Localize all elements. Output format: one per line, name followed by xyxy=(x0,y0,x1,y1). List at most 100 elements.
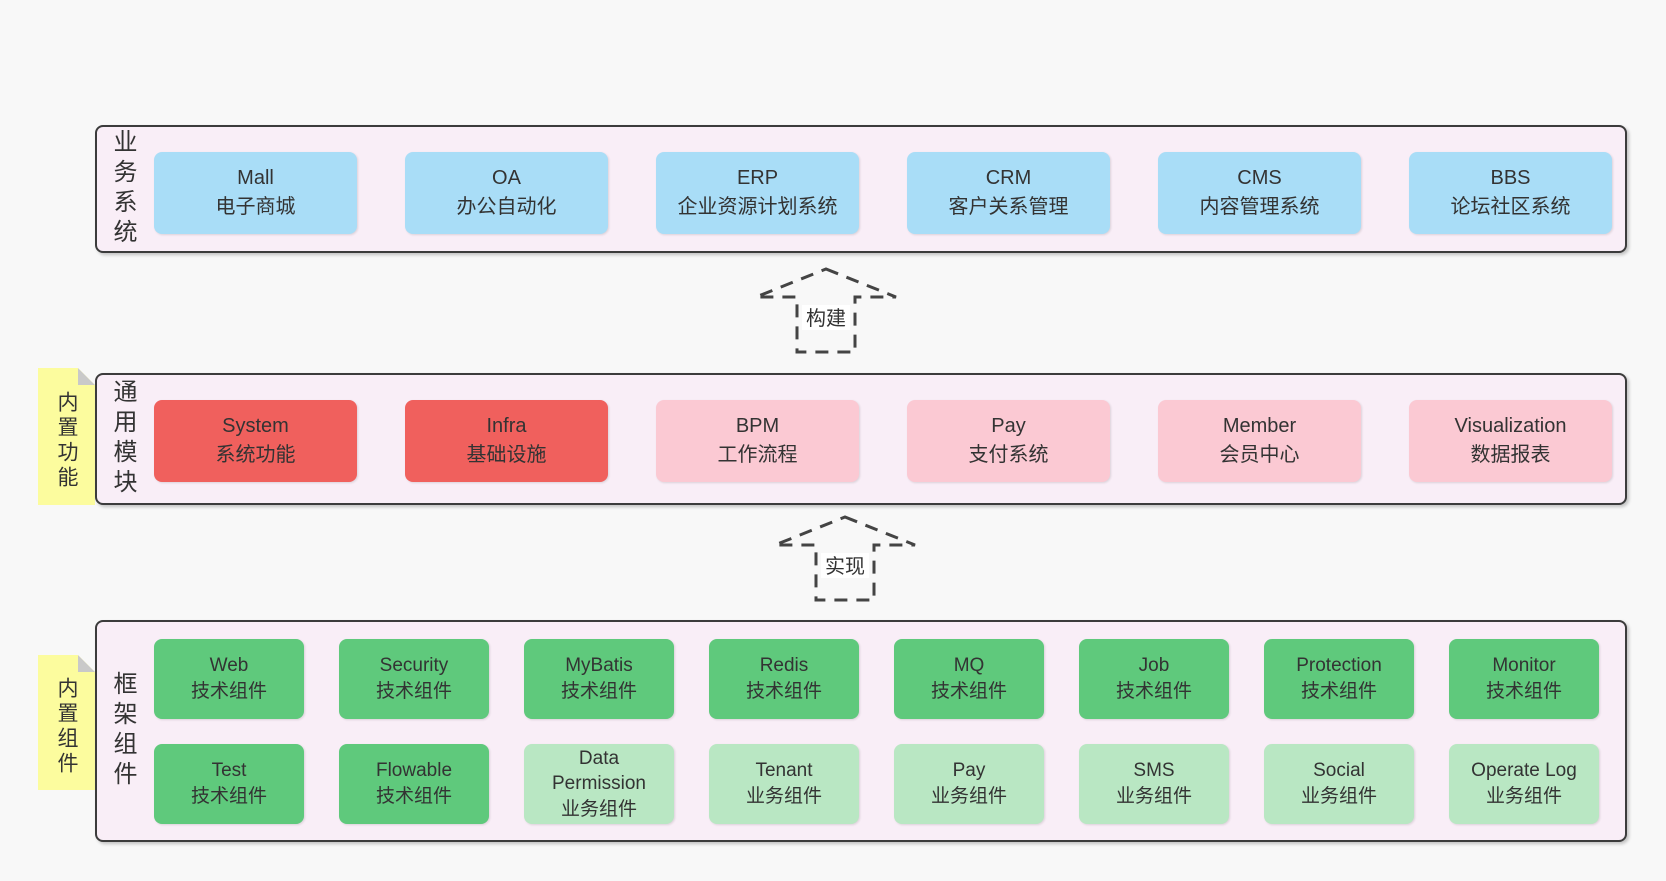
box-erp: ERP 企业资源计划系统 xyxy=(656,152,859,234)
sticky-note-label: 内置功能 xyxy=(55,390,78,491)
box-title: MQ xyxy=(953,655,985,677)
box-bbs: BBS 论坛社区系统 xyxy=(1409,152,1612,234)
box-title: Pay xyxy=(991,415,1026,437)
box-subtitle: 技术组件 xyxy=(930,681,1007,702)
box-title: Pay xyxy=(952,760,986,782)
implement-arrow-outline xyxy=(774,515,916,602)
box-title: SMS xyxy=(1133,760,1175,782)
box-subtitle: 支付系统 xyxy=(968,444,1049,466)
box-mall: Mall 电子商城 xyxy=(154,152,357,234)
box-title: Flowable xyxy=(375,760,453,782)
box-title: MyBatis xyxy=(565,655,633,677)
box-subtitle: 客户关系管理 xyxy=(948,196,1069,218)
box-title: Data Permission xyxy=(552,747,646,795)
box-title: Job xyxy=(1138,655,1170,677)
box-subtitle: 技术组件 xyxy=(1115,681,1192,702)
box-title: ERP xyxy=(736,167,779,189)
box-subtitle: 工作流程 xyxy=(717,444,798,466)
box-title: Social xyxy=(1313,760,1365,782)
box-social: Social 业务组件 xyxy=(1264,744,1414,824)
box-subtitle: 业务组件 xyxy=(745,786,822,807)
box-title: Test xyxy=(211,760,247,782)
box-subtitle: 数据报表 xyxy=(1470,444,1551,466)
box-job: Job 技术组件 xyxy=(1079,639,1229,719)
box-test: Test 技术组件 xyxy=(154,744,304,824)
box-title: BBS xyxy=(1490,167,1531,189)
box-title: Member xyxy=(1222,415,1297,437)
box-subtitle: 会员中心 xyxy=(1219,444,1300,466)
box-redis: Redis 技术组件 xyxy=(709,639,859,719)
build-arrow-label-bg xyxy=(802,305,850,330)
implement-arrow-up: 实现 xyxy=(774,515,916,602)
box-subtitle: 企业资源计划系统 xyxy=(677,196,838,218)
sticky-note-builtin-features: 内置功能 xyxy=(38,368,95,505)
box-title: Visualization xyxy=(1454,415,1567,437)
box-title: Web xyxy=(209,655,249,677)
implement-arrow-label: 实现 xyxy=(825,555,865,578)
box-subtitle: 技术组件 xyxy=(375,786,452,807)
box-crm: CRM 客户关系管理 xyxy=(907,152,1110,234)
box-monitor: Monitor 技术组件 xyxy=(1449,639,1599,719)
box-title: BPM xyxy=(735,415,780,437)
box-title: Security xyxy=(379,655,449,677)
box-subtitle: 技术组件 xyxy=(1485,681,1562,702)
box-subtitle: 技术组件 xyxy=(745,681,822,702)
box-subtitle: 业务组件 xyxy=(560,798,637,820)
box-bpm: BPM 工作流程 xyxy=(656,400,859,482)
layer-business-label: 业务系统 xyxy=(109,129,136,249)
note-fold-corner-icon xyxy=(78,368,95,385)
box-data-permission: Data Permission 业务组件 xyxy=(524,744,674,824)
box-subtitle: 业务组件 xyxy=(1115,786,1192,807)
box-subtitle: 内容管理系统 xyxy=(1199,196,1320,218)
box-subtitle: 基础设施 xyxy=(466,444,547,466)
box-title: Mall xyxy=(237,167,274,189)
box-title: System xyxy=(222,415,289,437)
box-flowable: Flowable 技术组件 xyxy=(339,744,489,824)
box-subtitle: 业务组件 xyxy=(1300,786,1377,807)
box-subtitle: 论坛社区系统 xyxy=(1450,196,1571,218)
box-title: Monitor xyxy=(1492,655,1556,677)
box-cms: CMS 内容管理系统 xyxy=(1158,152,1361,234)
build-arrow-up: 构建 xyxy=(755,267,897,354)
box-title: Protection xyxy=(1296,655,1382,677)
box-tenant: Tenant 业务组件 xyxy=(709,744,859,824)
box-mq: MQ 技术组件 xyxy=(894,639,1044,719)
build-arrow-outline xyxy=(755,267,897,354)
box-subtitle: 系统功能 xyxy=(215,444,296,466)
box-title: CMS xyxy=(1237,167,1282,189)
layer-modules-label: 通用模块 xyxy=(109,379,136,499)
implement-arrow-label-bg xyxy=(821,553,869,578)
note-fold-corner-icon xyxy=(78,655,95,672)
box-subtitle: 电子商城 xyxy=(215,196,296,218)
box-subtitle: 办公自动化 xyxy=(456,196,557,218)
layer-components-label: 框架组件 xyxy=(109,671,136,791)
box-system: System 系统功能 xyxy=(154,400,357,482)
box-subtitle: 业务组件 xyxy=(930,786,1007,807)
box-title: CRM xyxy=(985,167,1032,189)
box-title: Redis xyxy=(759,655,809,677)
sticky-note-builtin-components: 内置组件 xyxy=(38,655,95,790)
box-subtitle: 技术组件 xyxy=(560,681,637,702)
box-mybatis: MyBatis 技术组件 xyxy=(524,639,674,719)
box-subtitle: 技术组件 xyxy=(190,786,267,807)
box-pay: Pay 支付系统 xyxy=(907,400,1110,482)
box-pay: Pay 业务组件 xyxy=(894,744,1044,824)
box-sms: SMS 业务组件 xyxy=(1079,744,1229,824)
box-visualization: Visualization 数据报表 xyxy=(1409,400,1612,482)
sticky-note-label: 内置组件 xyxy=(55,676,78,777)
box-title: Tenant xyxy=(755,760,813,782)
box-title: Operate Log xyxy=(1471,760,1577,782)
